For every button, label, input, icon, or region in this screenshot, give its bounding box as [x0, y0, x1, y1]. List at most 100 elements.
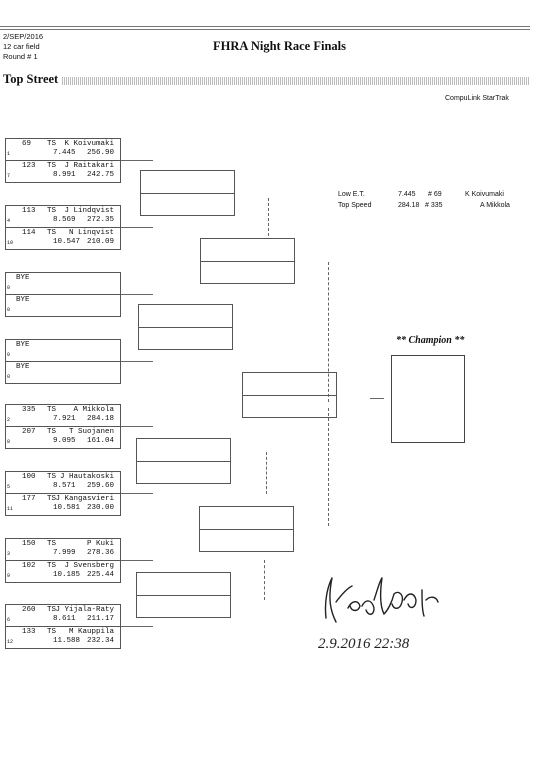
car-number: 207 [22, 428, 36, 436]
handwritten-signature: 2.9.2016 22:38 [318, 577, 439, 652]
car-class: TS [47, 207, 57, 215]
connector-line [121, 626, 153, 627]
round2-box [140, 170, 235, 216]
car-number: 177 [22, 495, 36, 503]
car-number: 100 [22, 473, 36, 481]
car-class: TS [47, 540, 57, 548]
lane-entry: BYE 0 [6, 362, 120, 383]
speed: 225.44 [86, 571, 114, 579]
signature-datetime: 2.9.2016 22:38 [318, 636, 410, 652]
elapsed-time: 8.611 [53, 615, 76, 623]
top-speed-car: # 335 [425, 202, 443, 209]
speed: 210.09 [86, 238, 114, 246]
bye-label: BYE [16, 296, 30, 304]
elapsed-time: 8.569 [53, 216, 76, 224]
car-class: TS [47, 495, 57, 503]
connector-line [121, 294, 153, 295]
low-et-driver: K Koivumaki [465, 191, 504, 198]
driver-name: J Svensberg [64, 562, 114, 570]
driver-name: J Hautakoski [59, 473, 114, 481]
lane-entry: 114 TS N Linqvist 10.547 210.09 10 [6, 228, 120, 249]
seed: 3 [7, 551, 11, 557]
connector-line [121, 426, 153, 427]
top-speed-value: 284.18 [398, 202, 420, 209]
speed: 256.90 [86, 149, 114, 157]
speed: 278.36 [86, 549, 114, 557]
top-rule-2 [0, 29, 530, 30]
lane-entry: 69 TS K Koivumaki 7.445 256.90 1 [6, 139, 120, 161]
bye-label: BYE [16, 363, 30, 371]
seed: 0 [7, 307, 11, 313]
round2-box [136, 572, 231, 618]
car-number: 150 [22, 540, 36, 548]
dashed-connector [266, 452, 267, 494]
speed: 230.00 [86, 504, 114, 512]
elapsed-time: 9.095 [53, 437, 76, 445]
car-class: TS [47, 606, 57, 614]
dashed-connector [328, 408, 329, 526]
seed: 5 [7, 484, 11, 490]
lane-entry: 102 TS J Svensberg 10.185 225.44 9 [6, 561, 120, 582]
driver-name: J Lindqvist [64, 207, 114, 215]
pair-box-3: BYE 0 BYE 0 [5, 272, 121, 317]
connector-line [121, 227, 153, 228]
lane-entry: BYE 0 [6, 273, 120, 295]
car-class: TS [47, 406, 57, 414]
dashed-connector [328, 262, 329, 402]
connector-line [121, 160, 153, 161]
seed: 11 [7, 506, 14, 512]
driver-name: A Mikkola [73, 406, 114, 414]
elapsed-time: 7.999 [53, 549, 76, 557]
car-number: 69 [22, 140, 32, 148]
seed: 9 [7, 573, 11, 579]
round2-box [136, 438, 231, 484]
car-number: 113 [22, 207, 36, 215]
elapsed-time: 10.581 [53, 504, 81, 512]
car-class: TS [47, 628, 57, 636]
low-et-label: Low E.T. [338, 191, 365, 198]
elapsed-time: 8.991 [53, 171, 76, 179]
round2-box [138, 304, 233, 350]
driver-name: K Koivumaki [64, 140, 114, 148]
elapsed-time: 7.921 [53, 415, 76, 423]
title-hatch-bar [62, 77, 530, 85]
top-speed-label: Top Speed [338, 202, 372, 209]
elapsed-time: 11.588 [53, 637, 81, 645]
bye-label: BYE [16, 274, 30, 282]
lane-entry: 123 TS J Raitakari 8.991 242.75 7 [6, 161, 120, 182]
round-number: Round # 1 [3, 52, 38, 61]
lane-entry: 150 TS P Kuki 7.999 278.36 3 [6, 539, 120, 561]
car-class: TS [47, 162, 57, 170]
driver-name: J Yijala-Raty [55, 606, 114, 614]
car-class: TS [47, 562, 57, 570]
lane-entry: 113 TS J Lindqvist 8.569 272.35 4 [6, 206, 120, 228]
elapsed-time: 7.445 [53, 149, 76, 157]
elapsed-time: 10.547 [53, 238, 81, 246]
speed: 284.18 [86, 415, 114, 423]
pair-box-5: 335 TS A Mikkola 7.921 284.18 2 207 TS T… [5, 404, 121, 449]
low-et-car: # 69 [428, 191, 442, 198]
car-class: TS [47, 473, 57, 481]
class-name: Top Street [3, 72, 59, 86]
car-number: 102 [22, 562, 36, 570]
car-class: TS [47, 140, 57, 148]
car-number: 133 [22, 628, 36, 636]
lane-entry: 177 TS J Kangasvieri 10.581 230.00 11 [6, 494, 120, 515]
pair-box-1: 69 TS K Koivumaki 7.445 256.90 1 123 TS … [5, 138, 121, 183]
final-connector [370, 398, 384, 399]
race-date: 2/SEP/2016 [3, 32, 44, 41]
speed: 259.60 [86, 482, 114, 490]
car-class: TS [47, 428, 57, 436]
driver-name: M Kauppila [68, 628, 114, 636]
speed: 242.75 [86, 171, 114, 179]
lane-entry: BYE 0 [6, 340, 120, 362]
seed: 0 [7, 352, 11, 358]
connector-line [121, 361, 153, 362]
seed: 12 [7, 639, 14, 645]
driver-name: P Kuki [86, 540, 114, 548]
final-box [242, 372, 337, 418]
bye-label: BYE [16, 341, 30, 349]
champion-label: ** Champion ** [396, 335, 465, 346]
seed: 0 [7, 374, 11, 380]
car-number: 123 [22, 162, 36, 170]
